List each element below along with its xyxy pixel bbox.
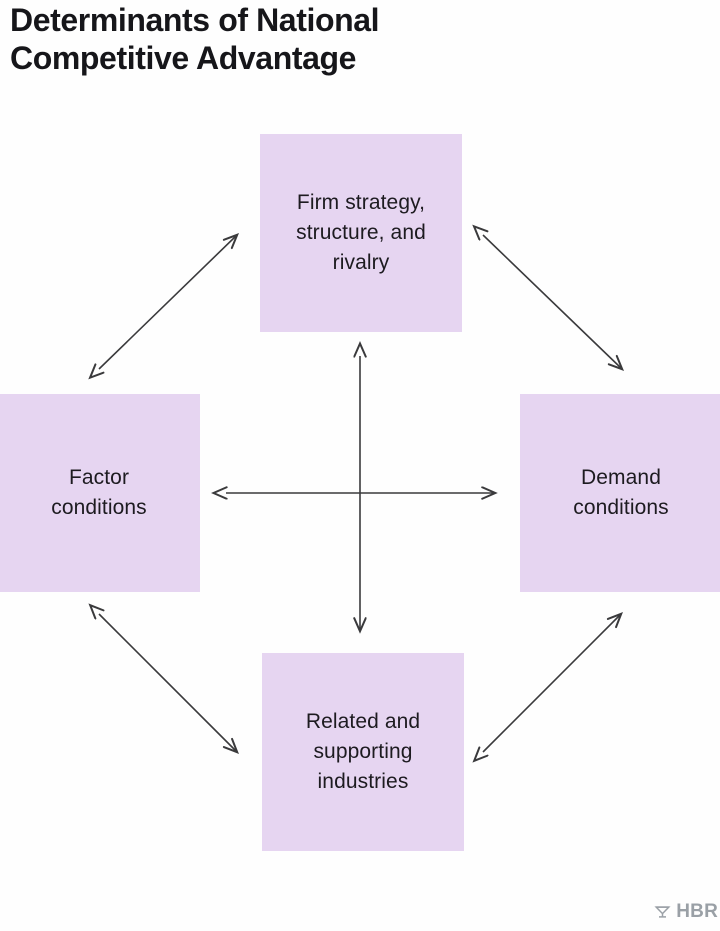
node-firm-strategy-line-3: rivalry [332,250,390,274]
connector-diagonal-bottom-left [99,614,237,752]
node-factor-conditions-label: Factor conditions [43,463,155,523]
node-factor-conditions[interactable]: Factor conditions [0,394,200,592]
node-related-supporting-industries-line-3: industries [317,769,409,793]
hbr-logo-text: HBR [676,901,718,922]
node-demand-conditions[interactable]: Demand conditions [520,394,720,592]
node-factor-conditions-line-2: conditions [51,496,147,519]
node-firm-strategy[interactable]: Firm strategy, structure, and rivalry [260,134,462,332]
page-title-line-2: Competitive Advantage [10,39,357,76]
node-related-supporting-industries-line-2: supporting [313,740,413,764]
page-title: Determinants of National Competitive Adv… [10,2,570,78]
page-title-line-1: Determinants of National [10,2,380,38]
connector-diagonal-top-left [99,235,237,369]
node-related-supporting-industries-label: Related and supporting industries [298,707,428,796]
hbr-logo: HBR [654,902,718,921]
node-demand-conditions-label: Demand conditions [565,463,677,523]
node-firm-strategy-line-2: structure, and [296,221,426,245]
node-demand-conditions-line-1: Demand [581,466,661,490]
connector-diagonal-bottom-right [483,614,621,752]
node-related-supporting-industries-line-1: Related and [305,710,421,734]
connector-diagonal-top-right [483,235,622,369]
node-firm-strategy-label: Firm strategy, structure, and rivalry [288,188,434,277]
node-factor-conditions-line-1: Factor [68,466,130,490]
node-firm-strategy-line-1: Firm strategy, [296,191,426,215]
hbr-chalice-icon [654,906,671,918]
node-demand-conditions-line-2: conditions [573,496,669,519]
node-related-supporting-industries[interactable]: Related and supporting industries [262,653,464,851]
